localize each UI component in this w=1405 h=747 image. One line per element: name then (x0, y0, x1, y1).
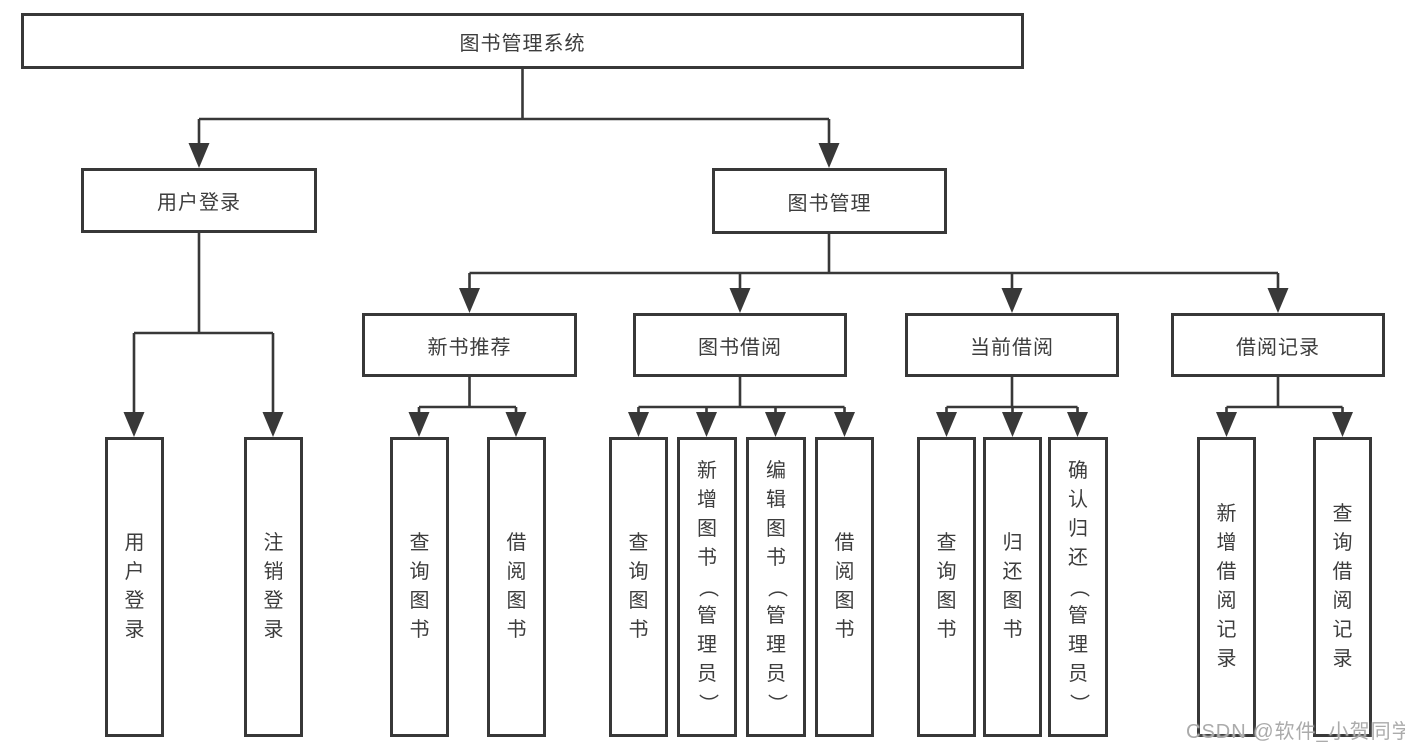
submodule-box-borrow-record: 借阅记录 (1171, 313, 1385, 377)
function-box-add-books-admin: 新增图书（管理员） (677, 437, 737, 737)
module-box-book-management: 图书管理 (712, 168, 947, 234)
function-box-borrow-books-1: 借阅图书 (487, 437, 546, 737)
function-box-query-books-1: 查询图书 (390, 437, 449, 737)
submodule-label: 图书借阅 (698, 336, 782, 359)
module-box-user-login: 用户登录 (81, 168, 317, 233)
module-label: 用户登录 (157, 192, 241, 214)
function-label: 查询借阅记录 (1332, 503, 1353, 670)
root-box-library-management-system: 图书管理系统 (21, 13, 1024, 69)
function-label: 借阅图书 (506, 532, 527, 641)
function-label: 借阅图书 (834, 532, 855, 641)
submodule-label: 新书推荐 (427, 336, 512, 359)
function-box-user-login: 用户登录 (105, 437, 164, 737)
function-box-query-books-3: 查询图书 (917, 437, 976, 737)
csdn-watermark: CSDN @软件_小贺同学 (1186, 721, 1405, 743)
function-box-add-borrow-record: 新增借阅记录 (1197, 437, 1256, 737)
module-label: 图书管理 (787, 192, 872, 215)
function-box-confirm-return-admin: 确认归还（管理员） (1048, 437, 1108, 737)
submodule-box-current-borrow: 当前借阅 (905, 313, 1119, 377)
function-box-query-books-2: 查询图书 (609, 437, 668, 737)
submodule-box-book-borrow: 图书借阅 (633, 313, 847, 377)
submodule-label: 当前借阅 (970, 336, 1054, 359)
function-label: 查询图书 (409, 532, 430, 641)
function-label: 注销登录 (263, 532, 284, 641)
submodule-box-new-book-recommend: 新书推荐 (362, 313, 577, 377)
function-label: 归还图书 (1002, 532, 1023, 641)
function-box-logout: 注销登录 (244, 437, 303, 737)
function-box-borrow-books-2: 借阅图书 (815, 437, 874, 737)
function-box-return-books: 归还图书 (983, 437, 1042, 737)
function-label: 确认归还（管理员） (1067, 459, 1090, 714)
function-box-edit-books-admin: 编辑图书（管理员） (746, 437, 806, 737)
function-label: 查询图书 (936, 532, 957, 641)
tree-edges (132, 69, 1344, 416)
submodule-label: 借阅记录 (1236, 336, 1320, 359)
arrowheads (123, 143, 1353, 437)
function-box-query-borrow-record: 查询借阅记录 (1313, 437, 1372, 737)
function-label: 查询图书 (628, 532, 649, 641)
function-label: 新增图书（管理员） (696, 459, 719, 714)
function-label: 新增借阅记录 (1216, 503, 1237, 670)
root-label: 图书管理系统 (459, 32, 586, 55)
function-label: 用户登录 (124, 532, 145, 641)
function-label: 编辑图书（管理员） (765, 459, 788, 714)
